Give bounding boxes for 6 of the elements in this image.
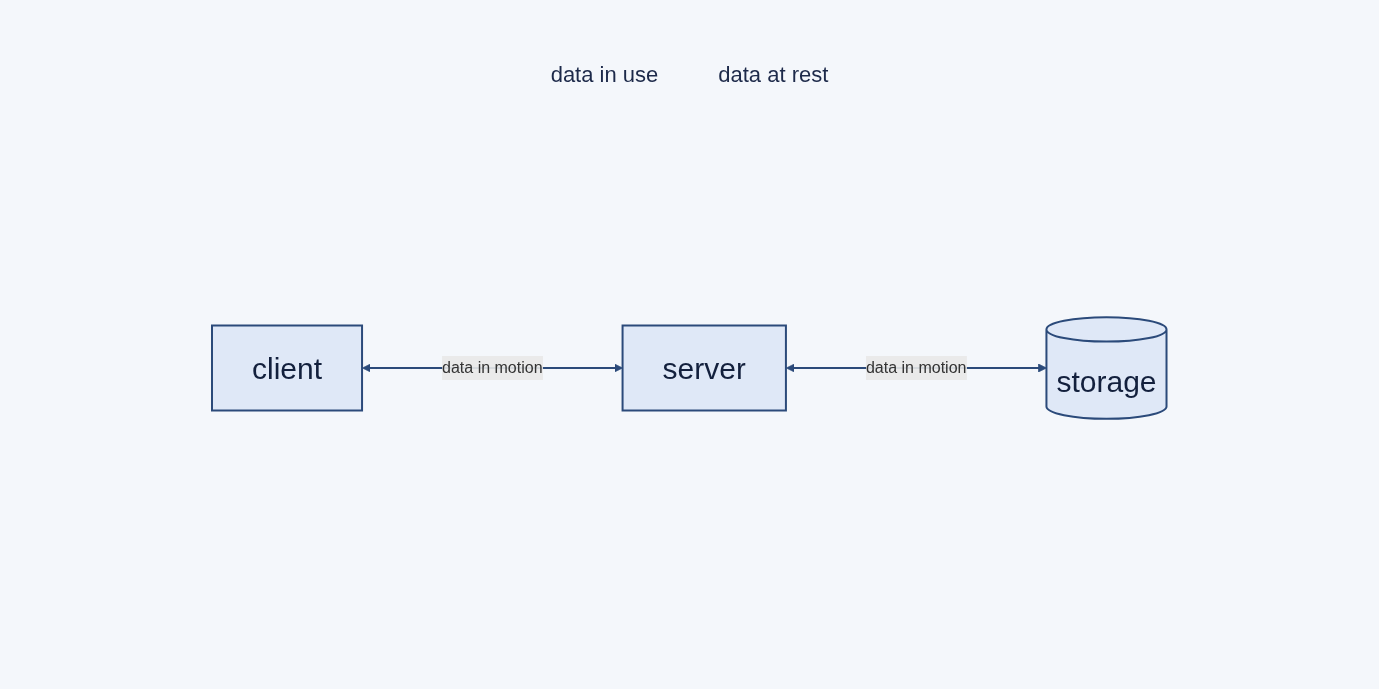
note-text: data at rest (718, 61, 829, 88)
edge-label: data in motion (442, 358, 543, 376)
node-box: server (621, 324, 788, 411)
node-box: client (211, 324, 364, 411)
note-text: data in use (550, 61, 659, 88)
edge-label: data in motion (866, 358, 967, 376)
